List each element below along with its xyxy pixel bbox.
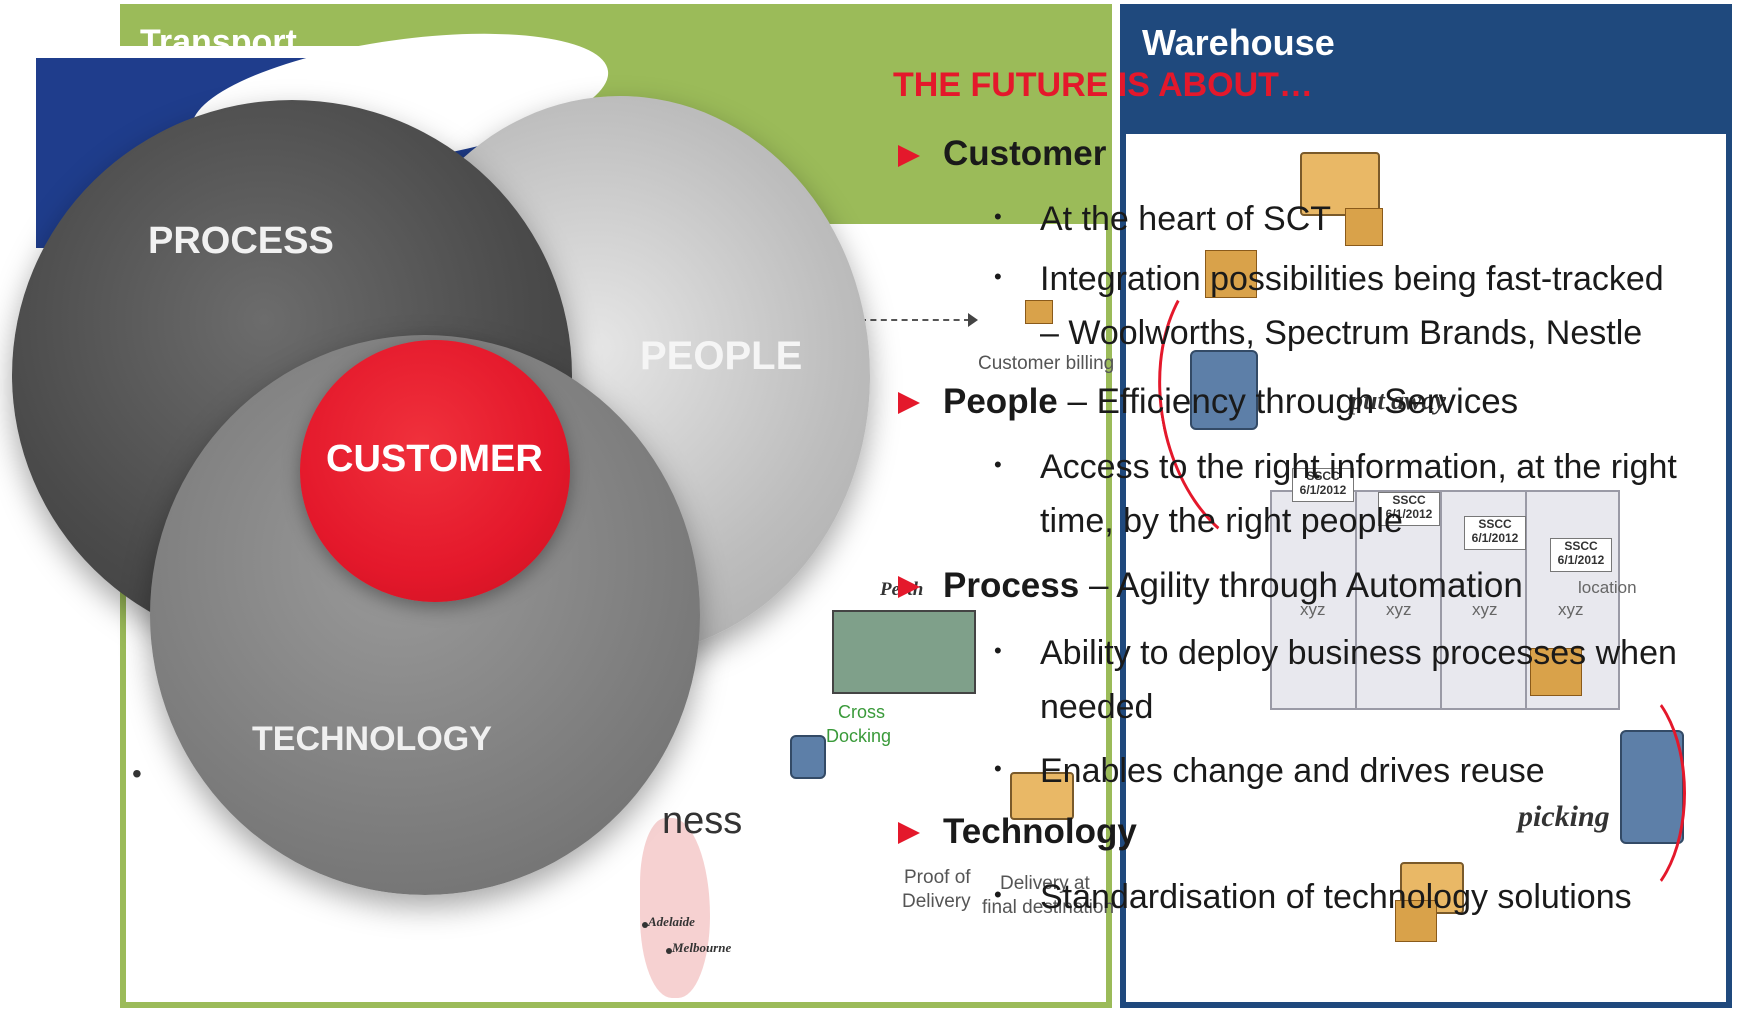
bullet-text: At the heart of SCT <box>1040 200 1332 238</box>
rack-xyz-label: xyz <box>1300 600 1326 619</box>
sscc-date: 6/1/2012 <box>1299 483 1347 497</box>
bullet-dot: • <box>994 638 1002 663</box>
text-fragment: ness <box>662 800 743 842</box>
bullet-dot: • <box>994 204 1002 229</box>
red-triangle-icon <box>898 392 920 414</box>
sscc-text: SSCC <box>1306 469 1340 483</box>
forklift-icon <box>790 735 826 779</box>
bullet-dot: • <box>994 452 1002 477</box>
warehouse-title: Warehouse <box>1142 22 1335 63</box>
rack-xyz-label: xyz <box>1386 600 1412 619</box>
section-heading-process: Process – Agility through Automation <box>943 566 1523 606</box>
melbourne-dot <box>666 948 672 954</box>
bullet-text: time, by the right people <box>1040 502 1403 540</box>
boxes-icon <box>1530 648 1582 696</box>
australia-map <box>640 818 710 998</box>
customer-label: CUSTOMER <box>326 438 543 480</box>
bullet-text: Standardisation of technology solutions <box>1040 878 1632 916</box>
bullet-text: Integration possibilities being fast-tra… <box>1040 260 1664 298</box>
flow-arrow-icon <box>1560 680 1686 906</box>
bullet-text: – Woolworths, Spectrum Brands, Nestle <box>1040 314 1643 352</box>
warehouse-header <box>1120 4 1732 134</box>
proof-of-delivery-label-1: Proof of <box>904 867 971 888</box>
sscc-text: SSCC <box>1392 493 1426 507</box>
heading-bold: People <box>943 382 1058 421</box>
boxes-icon <box>1395 900 1437 942</box>
boxes-icon <box>1205 250 1257 298</box>
proof-of-delivery-label-2: Delivery <box>902 891 971 912</box>
boxes-icon <box>1345 208 1383 246</box>
sscc-text: SSCC <box>1564 539 1598 553</box>
heading-bold: Process <box>943 566 1080 605</box>
bullet-text: Ability to deploy business processes whe… <box>1040 634 1677 672</box>
rack-divider <box>1525 490 1527 710</box>
technology-label: TECHNOLOGY <box>252 720 492 758</box>
process-label: PROCESS <box>148 220 334 262</box>
sscc-date: 6/1/2012 <box>1557 553 1605 567</box>
transport-title: Transport <box>140 23 297 46</box>
cross-dock-building-icon <box>832 610 976 694</box>
melbourne-label: Melbourne <box>672 940 732 955</box>
rack-xyz-label: xyz <box>1472 600 1498 619</box>
sscc-date: 6/1/2012 <box>1385 507 1433 521</box>
adelaide-dot <box>642 922 648 928</box>
section-heading-customer: Customer <box>943 134 1106 174</box>
dashed-arrow <box>860 319 970 321</box>
put-away-label: put away <box>1350 386 1447 415</box>
rack-xyz-label: xyz <box>1558 600 1584 619</box>
bullet-dot: • <box>994 264 1002 289</box>
arrow-head-icon <box>968 313 978 327</box>
bullet-fragment: • <box>132 758 142 789</box>
customer-circle <box>300 340 570 602</box>
delivery-destination-label-1: Delivery at <box>1000 873 1090 894</box>
section-heading-people: People – Efficiency through Services <box>943 382 1518 422</box>
red-triangle-icon <box>898 576 920 598</box>
receiving-truck-icon <box>1300 152 1380 216</box>
bullet-text: Enables change and drives reuse <box>1040 752 1545 790</box>
future-title: THE FUTURE IS ABOUT… <box>893 66 1313 104</box>
customer-billing-label: Customer billing <box>978 353 1115 374</box>
rack-location-label: location <box>1578 578 1637 597</box>
billing-person-icon <box>1025 300 1053 324</box>
sscc-text: SSCC <box>1478 517 1512 531</box>
rack-divider <box>1440 490 1442 710</box>
section-heading-technology: Technology <box>943 812 1137 852</box>
rack-divider <box>1355 490 1357 710</box>
delivery-destination-label-2: final destination <box>982 897 1115 918</box>
red-triangle-icon <box>898 145 920 167</box>
bullet-dot: • <box>994 756 1002 781</box>
heading-bold: Technology <box>943 812 1137 851</box>
heading-tail: – Agility through Automation <box>1079 566 1523 605</box>
cross-docking-label-2: Docking <box>826 726 892 746</box>
adelaide-label: Adelaide <box>648 914 695 929</box>
bullet-text: needed <box>1040 688 1154 726</box>
bullet-text: Access to the right information, at the … <box>1040 448 1677 486</box>
heading-bold: Customer <box>943 134 1107 173</box>
people-label: PEOPLE <box>640 334 803 378</box>
cross-docking-label-1: Cross <box>838 702 886 722</box>
red-triangle-icon <box>898 822 920 844</box>
heading-tail: – Efficiency through Services <box>1057 382 1519 421</box>
bullet-dot: • <box>994 882 1002 907</box>
forklift-icon <box>1190 350 1258 430</box>
sscc-date: 6/1/2012 <box>1471 531 1519 545</box>
delivery-truck-icon <box>1010 772 1074 820</box>
